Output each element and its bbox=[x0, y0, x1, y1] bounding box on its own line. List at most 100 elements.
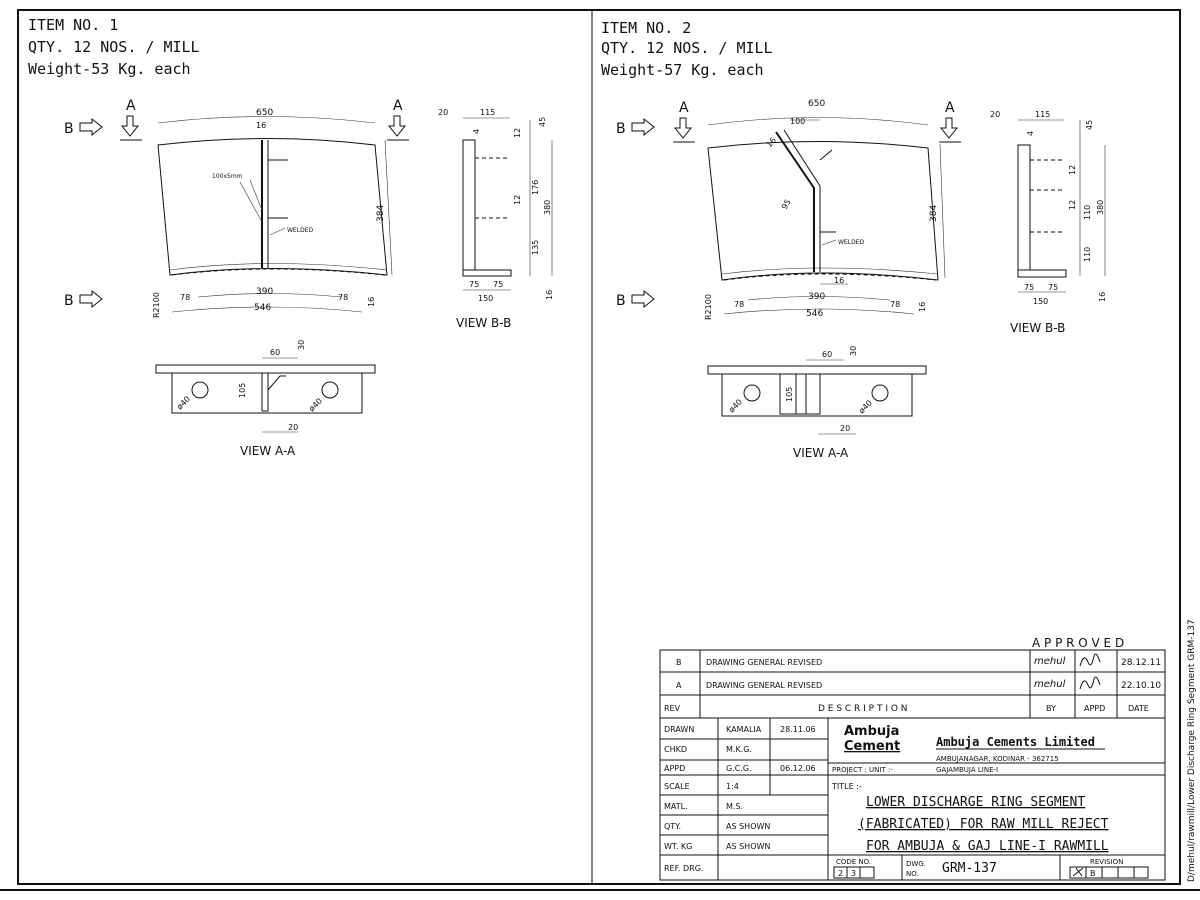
view-aa-label: VIEW A-A bbox=[240, 444, 296, 458]
revision-row: A DRAWING GENERAL REVISED mehul 22.10.10 bbox=[676, 676, 1161, 691]
segment-outline bbox=[707, 141, 939, 281]
bb-dim-20: 20 bbox=[990, 110, 1000, 119]
drawing-title-line2: (FABRICATED) FOR RAW MILL REJECT bbox=[858, 817, 1109, 832]
bb-dim-12b: 12 bbox=[1068, 200, 1077, 210]
brand-logo-line1: Ambuja bbox=[844, 724, 899, 739]
section-b-marker-bottom: B bbox=[616, 293, 626, 309]
svg-text:D E S C R I P T I O N: D E S C R I P T I O N bbox=[818, 704, 908, 714]
bb-dim-75b: 75 bbox=[1048, 283, 1058, 292]
item1-number: ITEM NO. 1 bbox=[28, 16, 118, 34]
approved-heading: A P P R O V E D bbox=[1032, 636, 1124, 650]
aa-dim-30: 30 bbox=[849, 346, 858, 356]
view-aa-label: VIEW A-A bbox=[793, 446, 849, 460]
bolt-hole bbox=[191, 381, 209, 399]
arrow-down-icon bbox=[673, 117, 693, 139]
dim-546: 546 bbox=[254, 303, 271, 313]
dim-radius: R2100 bbox=[704, 294, 713, 320]
aa-hole-left: ø40 bbox=[727, 397, 744, 414]
svg-text:MATL.: MATL. bbox=[664, 802, 688, 811]
dim-16-thk: 16 bbox=[918, 302, 927, 312]
aa-dim-105: 105 bbox=[785, 387, 794, 402]
arrow-down-icon bbox=[120, 115, 140, 137]
dim-78-right: 78 bbox=[890, 300, 900, 309]
svg-text:DRAWING GENERAL REVISED: DRAWING GENERAL REVISED bbox=[706, 658, 822, 667]
svg-text:REV: REV bbox=[664, 704, 681, 713]
dim-78-right: 78 bbox=[338, 293, 348, 302]
aa-dim-60: 60 bbox=[270, 348, 280, 357]
weld-note: WELDED bbox=[838, 239, 864, 246]
svg-text:APPD: APPD bbox=[1084, 704, 1105, 713]
bb-dim-12a: 12 bbox=[513, 128, 522, 138]
svg-text:WT. KG: WT. KG bbox=[664, 842, 692, 851]
bb-dim-150: 150 bbox=[1033, 297, 1048, 306]
section-b-marker-top: B bbox=[616, 121, 626, 137]
svg-text:DRAWN: DRAWN bbox=[664, 725, 694, 734]
svg-text:B: B bbox=[676, 658, 682, 667]
signature-by: mehul bbox=[1034, 656, 1066, 667]
svg-text:06.12.06: 06.12.06 bbox=[780, 764, 816, 773]
svg-text:G.C.G.: G.C.G. bbox=[726, 764, 752, 773]
svg-text:M.K.G.: M.K.G. bbox=[726, 745, 752, 754]
bb-dim-12b: 12 bbox=[513, 195, 522, 205]
item1-header: ITEM NO. 1 QTY. 12 NOS. / MILL Weight-53… bbox=[28, 16, 200, 78]
project-value: GAJAMBUJA LINE-I bbox=[936, 766, 998, 774]
bb-dim-16: 16 bbox=[1098, 292, 1107, 302]
dim-16-thk: 16 bbox=[367, 297, 376, 307]
item2-weight: Weight-57 Kg. each bbox=[601, 61, 764, 79]
svg-text:22.10.10: 22.10.10 bbox=[1121, 681, 1161, 691]
bolt-hole bbox=[321, 381, 339, 399]
svg-text:A: A bbox=[676, 681, 682, 690]
segment-outline bbox=[157, 138, 388, 276]
revision-row: B DRAWING GENERAL REVISED mehul 28.12.11 bbox=[676, 653, 1161, 668]
svg-text:QTY.: QTY. bbox=[664, 822, 681, 831]
bb-dim-115: 115 bbox=[480, 108, 495, 117]
aa-hole-right: ø40 bbox=[857, 398, 874, 415]
bb-dim-176: 176 bbox=[531, 180, 540, 195]
svg-text:CHKD: CHKD bbox=[664, 745, 687, 754]
item1-section-markers: A A B B bbox=[64, 98, 409, 309]
item2-number: ITEM NO. 2 bbox=[601, 19, 691, 37]
arrow-right-icon bbox=[79, 289, 103, 309]
section-a-marker-right: A bbox=[393, 98, 403, 114]
svg-text:DRAWING GENERAL REVISED: DRAWING GENERAL REVISED bbox=[706, 681, 822, 690]
aa-dim-20: 20 bbox=[288, 423, 298, 432]
dim-384: 384 bbox=[376, 205, 386, 222]
section-b-marker-bottom: B bbox=[64, 293, 74, 309]
bb-dim-75a: 75 bbox=[1024, 283, 1034, 292]
svg-text:M.S.: M.S. bbox=[726, 802, 743, 811]
item2-elevation: 650 100 16 95 WELDED 384 R2100 16 390 54… bbox=[704, 99, 946, 320]
svg-text:REF. DRG.: REF. DRG. bbox=[664, 864, 703, 873]
view-bb-label: VIEW B-B bbox=[1010, 321, 1065, 335]
item2-section-markers: A A B B bbox=[616, 100, 961, 309]
bb-dim-380: 380 bbox=[1096, 200, 1105, 215]
revision-label: REVISION bbox=[1090, 858, 1123, 866]
item1-elevation: 650 16 100x5mm WELDED 384 R2100 390 546 … bbox=[152, 108, 393, 318]
spacing-note: 100x5mm bbox=[212, 173, 243, 180]
project-label: PROJECT : UNIT :- bbox=[832, 766, 893, 774]
bb-dim-12a: 12 bbox=[1068, 165, 1077, 175]
aa-dim-105: 105 bbox=[238, 383, 247, 398]
dim-16: 16 bbox=[256, 121, 266, 130]
signature-appd bbox=[1079, 653, 1101, 667]
drawing-title-line3: FOR AMBUJA & GAJ LINE-I RAWMILL bbox=[866, 839, 1109, 854]
item1-view-aa: 60 30 105 ø40 ø40 20 VIEW A-A bbox=[155, 340, 376, 458]
dim-radius: R2100 bbox=[152, 292, 161, 318]
svg-text:28.11.06: 28.11.06 bbox=[780, 725, 816, 734]
svg-text:28.12.11: 28.12.11 bbox=[1121, 658, 1161, 668]
code-digit: 3 bbox=[851, 869, 856, 878]
weld-note: WELDED bbox=[287, 227, 313, 234]
code-label: CODE NO. bbox=[836, 858, 871, 866]
dim-78-left: 78 bbox=[734, 300, 744, 309]
signature-appd bbox=[1079, 676, 1101, 690]
title-block: A P P R O V E D B DRAWING GENERAL REVISE… bbox=[659, 636, 1166, 881]
title-label: TITLE :- bbox=[831, 782, 862, 791]
bb-dim-150: 150 bbox=[478, 294, 493, 303]
brand-logo-line2: Cement bbox=[844, 739, 900, 754]
bb-dim-45: 45 bbox=[538, 117, 547, 127]
arrow-down-icon bbox=[387, 115, 407, 137]
drawing-title-line1: LOWER DISCHARGE RING SEGMENT bbox=[866, 795, 1085, 810]
revision-header: REV D E S C R I P T I O N BY APPD DATE bbox=[664, 704, 1149, 714]
bb-dim-4: 4 bbox=[1026, 131, 1035, 136]
dim-650: 650 bbox=[256, 108, 273, 118]
revision-value: B bbox=[1090, 869, 1096, 878]
